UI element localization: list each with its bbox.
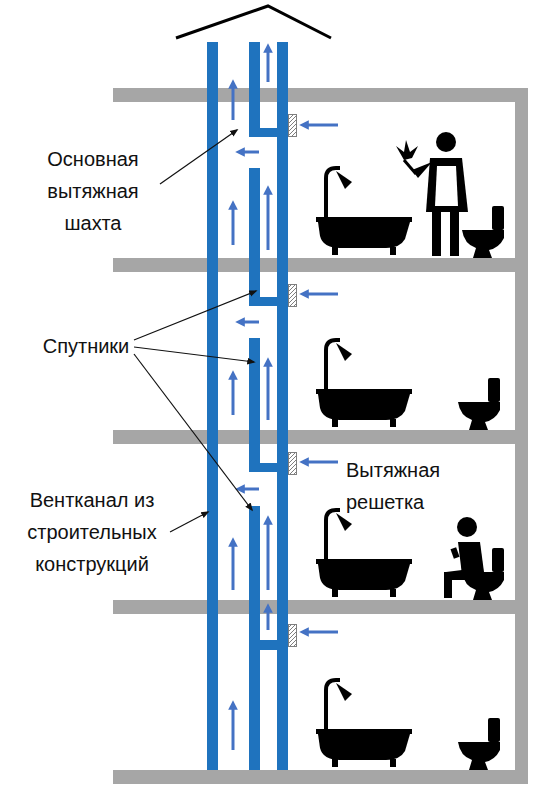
art-rect bbox=[207, 42, 218, 770]
art-rect bbox=[249, 506, 260, 770]
art-rect bbox=[515, 88, 528, 784]
art-rect bbox=[444, 572, 452, 598]
channel-label: Вентканал из строительных конструкций bbox=[12, 484, 172, 580]
art-path bbox=[396, 140, 418, 160]
bathroom-fixtures bbox=[316, 168, 504, 770]
art-line bbox=[304, 631, 338, 634]
art-line bbox=[267, 520, 270, 590]
art-line bbox=[232, 705, 235, 750]
satellite-label: Спутники bbox=[40, 330, 132, 362]
art-line bbox=[232, 375, 235, 415]
art-circle bbox=[457, 517, 477, 537]
art-rect bbox=[113, 258, 528, 272]
art-rect bbox=[249, 42, 260, 137]
art-circle bbox=[436, 132, 456, 152]
art-rect bbox=[260, 297, 277, 306]
leader-lines bbox=[134, 130, 256, 532]
art-rect bbox=[260, 128, 277, 137]
art-rect bbox=[289, 625, 297, 647]
art-rect bbox=[277, 42, 288, 770]
art-use bbox=[316, 680, 412, 767]
art-line bbox=[267, 362, 270, 420]
art-line bbox=[134, 291, 256, 340]
art-line bbox=[267, 48, 270, 82]
art-line bbox=[232, 542, 235, 590]
art-line bbox=[134, 354, 252, 510]
art-line bbox=[304, 461, 338, 464]
art-rect bbox=[450, 212, 459, 256]
exhaust-grilles bbox=[289, 115, 297, 647]
art-path bbox=[435, 166, 458, 206]
art-rect bbox=[289, 115, 297, 137]
art-path bbox=[426, 158, 468, 212]
art-rect bbox=[260, 640, 277, 650]
roof bbox=[176, 6, 331, 38]
art-use bbox=[316, 340, 412, 427]
art-use bbox=[462, 206, 504, 258]
art-use bbox=[458, 718, 500, 770]
grille-label: Вытяжная решетка bbox=[346, 454, 462, 518]
art-rect bbox=[113, 770, 528, 784]
art-line bbox=[267, 608, 270, 630]
art-rect bbox=[113, 600, 528, 614]
cleaning-person bbox=[396, 132, 468, 256]
shaft-walls bbox=[207, 42, 288, 770]
art-line bbox=[160, 130, 237, 184]
art-rect bbox=[113, 88, 528, 102]
art-line bbox=[240, 321, 259, 324]
art-rect bbox=[432, 212, 441, 256]
art-rect bbox=[249, 168, 260, 306]
art-line bbox=[240, 151, 259, 154]
art-rect bbox=[450, 547, 459, 558]
art-line bbox=[232, 84, 235, 120]
art-line bbox=[304, 124, 338, 127]
art-line bbox=[232, 205, 235, 245]
art-rect bbox=[113, 430, 528, 444]
sitting-person bbox=[444, 517, 484, 598]
art-rect bbox=[289, 285, 297, 307]
art-use bbox=[316, 510, 412, 597]
art-path bbox=[412, 162, 432, 178]
floor-slabs bbox=[113, 88, 528, 784]
shaft-label: Основная вытяжная шахта bbox=[28, 143, 158, 239]
art-line bbox=[240, 488, 259, 491]
art-rect bbox=[289, 453, 297, 475]
art-rect bbox=[249, 338, 260, 472]
art-rect bbox=[260, 463, 277, 472]
art-use bbox=[316, 168, 412, 255]
art-line bbox=[404, 160, 416, 174]
art-line bbox=[267, 190, 270, 250]
art-line bbox=[304, 293, 338, 296]
art-line bbox=[170, 512, 208, 532]
art-use bbox=[458, 378, 500, 430]
art-line bbox=[134, 347, 254, 362]
